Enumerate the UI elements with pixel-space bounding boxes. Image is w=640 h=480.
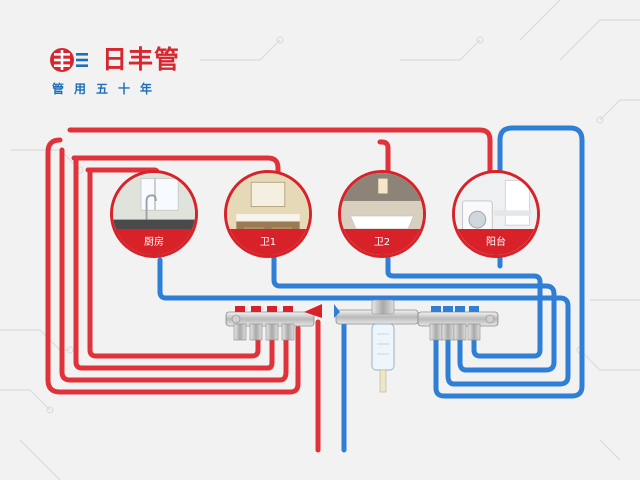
cold-valve-4 xyxy=(467,306,481,341)
cold-manifold-icon xyxy=(417,306,499,341)
room-banner xyxy=(455,229,537,255)
brand-name: 日丰管 xyxy=(102,45,181,74)
room-banner xyxy=(341,229,423,255)
room-banner xyxy=(227,229,309,255)
room-bath2: 卫2 xyxy=(338,170,426,258)
hot-valve-3 xyxy=(265,306,279,341)
cold-valve-1 xyxy=(429,306,443,341)
room-balcony: 阳台 xyxy=(452,170,540,258)
hot-valve-4 xyxy=(281,306,295,341)
hot-valve-2 xyxy=(249,306,263,341)
room-kitchen: 厨房 xyxy=(110,170,198,258)
hot-water-pipes xyxy=(45,127,493,453)
logo-mark-icon xyxy=(50,48,88,72)
filter-icon xyxy=(334,299,419,393)
brand-slogan: 管用五十年 xyxy=(52,82,163,96)
cold-water-pipes xyxy=(157,125,585,453)
room-label-balcony: 阳台 xyxy=(486,237,506,248)
room-banner xyxy=(113,229,195,255)
room-label-bath2: 卫2 xyxy=(373,237,391,248)
hot-manifold-icon xyxy=(225,304,322,341)
room-label-kitchen: 厨房 xyxy=(144,237,164,248)
cold-valve-3 xyxy=(453,306,467,341)
room-bath1: 卫1 xyxy=(224,170,312,258)
cold-valve-handle xyxy=(334,304,340,318)
hot-valve-1 xyxy=(233,306,247,341)
hot-valve-handle xyxy=(304,304,322,318)
room-label-bath1: 卫1 xyxy=(259,237,277,248)
brand-block: 日丰管 管用五十年 xyxy=(48,44,198,100)
